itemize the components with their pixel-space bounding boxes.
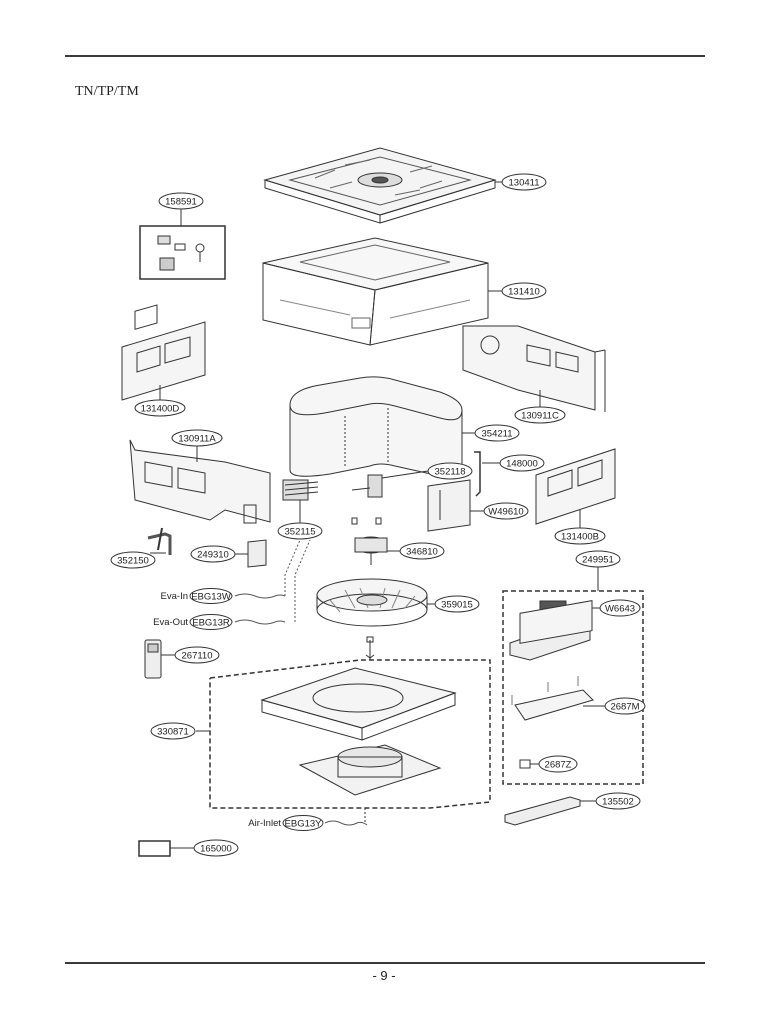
- callout-2687Z: 2687Z: [538, 755, 578, 773]
- wire-label-eva-in: Eva-In EBG13W: [161, 588, 233, 604]
- chassis-drawing: [262, 237, 489, 346]
- callout-131400D: 131400D: [134, 399, 186, 417]
- side-panel-c-drawing: [462, 325, 606, 412]
- motor-bracket-drawing: [234, 539, 267, 568]
- pipe-drawing: [474, 451, 500, 497]
- svg-text:131410: 131410: [508, 287, 540, 298]
- callout-249310: 249310: [190, 545, 236, 563]
- callout-130911A: 130911A: [171, 429, 223, 447]
- svg-text:330871: 330871: [157, 727, 189, 738]
- callout-330871: 330871: [150, 722, 196, 740]
- front-panel-group: [196, 636, 491, 809]
- svg-text:Air-Inlet: Air-Inlet: [248, 818, 281, 829]
- svg-text:131400D: 131400D: [141, 404, 180, 415]
- drain-bracket-drawing: [427, 479, 484, 532]
- model-title: TN/TP/TM: [75, 84, 139, 99]
- callout-354211: 354211: [474, 424, 520, 442]
- callout-165000: 165000: [193, 839, 239, 857]
- svg-text:EBG13Y: EBG13Y: [285, 819, 323, 830]
- svg-text:Eva-Out: Eva-Out: [153, 617, 188, 628]
- control-kit-drawing: [139, 209, 226, 280]
- callout-2687M: 2687M: [604, 697, 646, 715]
- svg-text:EBG13R: EBG13R: [192, 618, 230, 629]
- callout-352118: 352118: [427, 462, 473, 480]
- callout-131400B: 131400B: [554, 527, 606, 545]
- callout-131410: 131410: [501, 282, 547, 300]
- svg-text:135502: 135502: [602, 797, 634, 808]
- svg-text:2687M: 2687M: [610, 702, 639, 713]
- svg-text:346810: 346810: [406, 547, 438, 558]
- svg-text:Eva-In: Eva-In: [161, 591, 188, 602]
- svg-text:W6643: W6643: [605, 604, 635, 615]
- svg-text:352115: 352115: [285, 527, 316, 538]
- svg-text:158591: 158591: [165, 197, 197, 208]
- side-panel-a-drawing: [129, 439, 271, 524]
- svg-text:165000: 165000: [200, 844, 232, 855]
- pcb-cover-drawing: [504, 796, 597, 826]
- svg-text:249951: 249951: [582, 555, 614, 566]
- wire-label-eva-out: Eva-Out EBG13R: [153, 614, 233, 630]
- air-inlet-wire: [324, 820, 368, 826]
- callout-158591: 158591: [158, 192, 204, 210]
- callout-359015: 359015: [434, 595, 480, 613]
- svg-text:352150: 352150: [117, 556, 149, 567]
- footer-rule: [65, 962, 705, 964]
- svg-text:EBG13W: EBG13W: [191, 592, 231, 603]
- remote-controller-drawing: [144, 639, 175, 679]
- callout-346810: 346810: [399, 542, 445, 560]
- svg-text:359015: 359015: [441, 600, 473, 611]
- callout-130911C: 130911C: [514, 406, 566, 424]
- fan-motor-drawing: [351, 517, 400, 565]
- top-panel-drawing: [263, 147, 497, 224]
- callout-148000: 148000: [499, 454, 545, 472]
- svg-text:W49610: W49610: [488, 507, 523, 518]
- page-number: - 9 -: [372, 968, 396, 983]
- side-panel-d-drawing: [121, 304, 206, 401]
- manual-drawing: [138, 840, 195, 857]
- heat-exchanger-drawing: [289, 376, 463, 478]
- callout-352115: 352115: [277, 522, 323, 540]
- header-rule: [65, 55, 705, 57]
- svg-text:148000: 148000: [506, 459, 538, 470]
- callout-130411: 130411: [501, 173, 547, 191]
- svg-text:267110: 267110: [182, 651, 213, 662]
- eva-out-wire: [234, 619, 286, 625]
- svg-text:2687Z: 2687Z: [545, 760, 572, 771]
- callouts: 130411 158591 131410 131400D 130911C 354…: [110, 173, 646, 857]
- pipe-352150-drawing: [147, 527, 172, 555]
- callout-135502: 135502: [595, 792, 641, 810]
- svg-text:130411: 130411: [509, 178, 540, 189]
- turbo-fan-drawing: [316, 578, 435, 627]
- callout-W49610: W49610: [483, 502, 529, 520]
- svg-text:130911C: 130911C: [521, 411, 559, 422]
- svg-text:130911A: 130911A: [178, 434, 216, 445]
- svg-text:352118: 352118: [435, 467, 466, 478]
- callout-249951: 249951: [575, 550, 621, 568]
- callout-267110: 267110: [174, 646, 220, 664]
- svg-text:249310: 249310: [197, 550, 229, 561]
- svg-text:131400B: 131400B: [561, 532, 599, 543]
- wire-label-air-inlet: Air-Inlet EBG13Y: [248, 815, 324, 831]
- svg-text:354211: 354211: [482, 429, 513, 440]
- side-panel-b-drawing: [535, 448, 616, 528]
- callout-W6643: W6643: [599, 599, 641, 617]
- pcb-group: [502, 567, 644, 785]
- eva-in-wire: [234, 593, 286, 599]
- callout-352150: 352150: [110, 551, 156, 569]
- valve-assembly-drawing: [282, 470, 429, 523]
